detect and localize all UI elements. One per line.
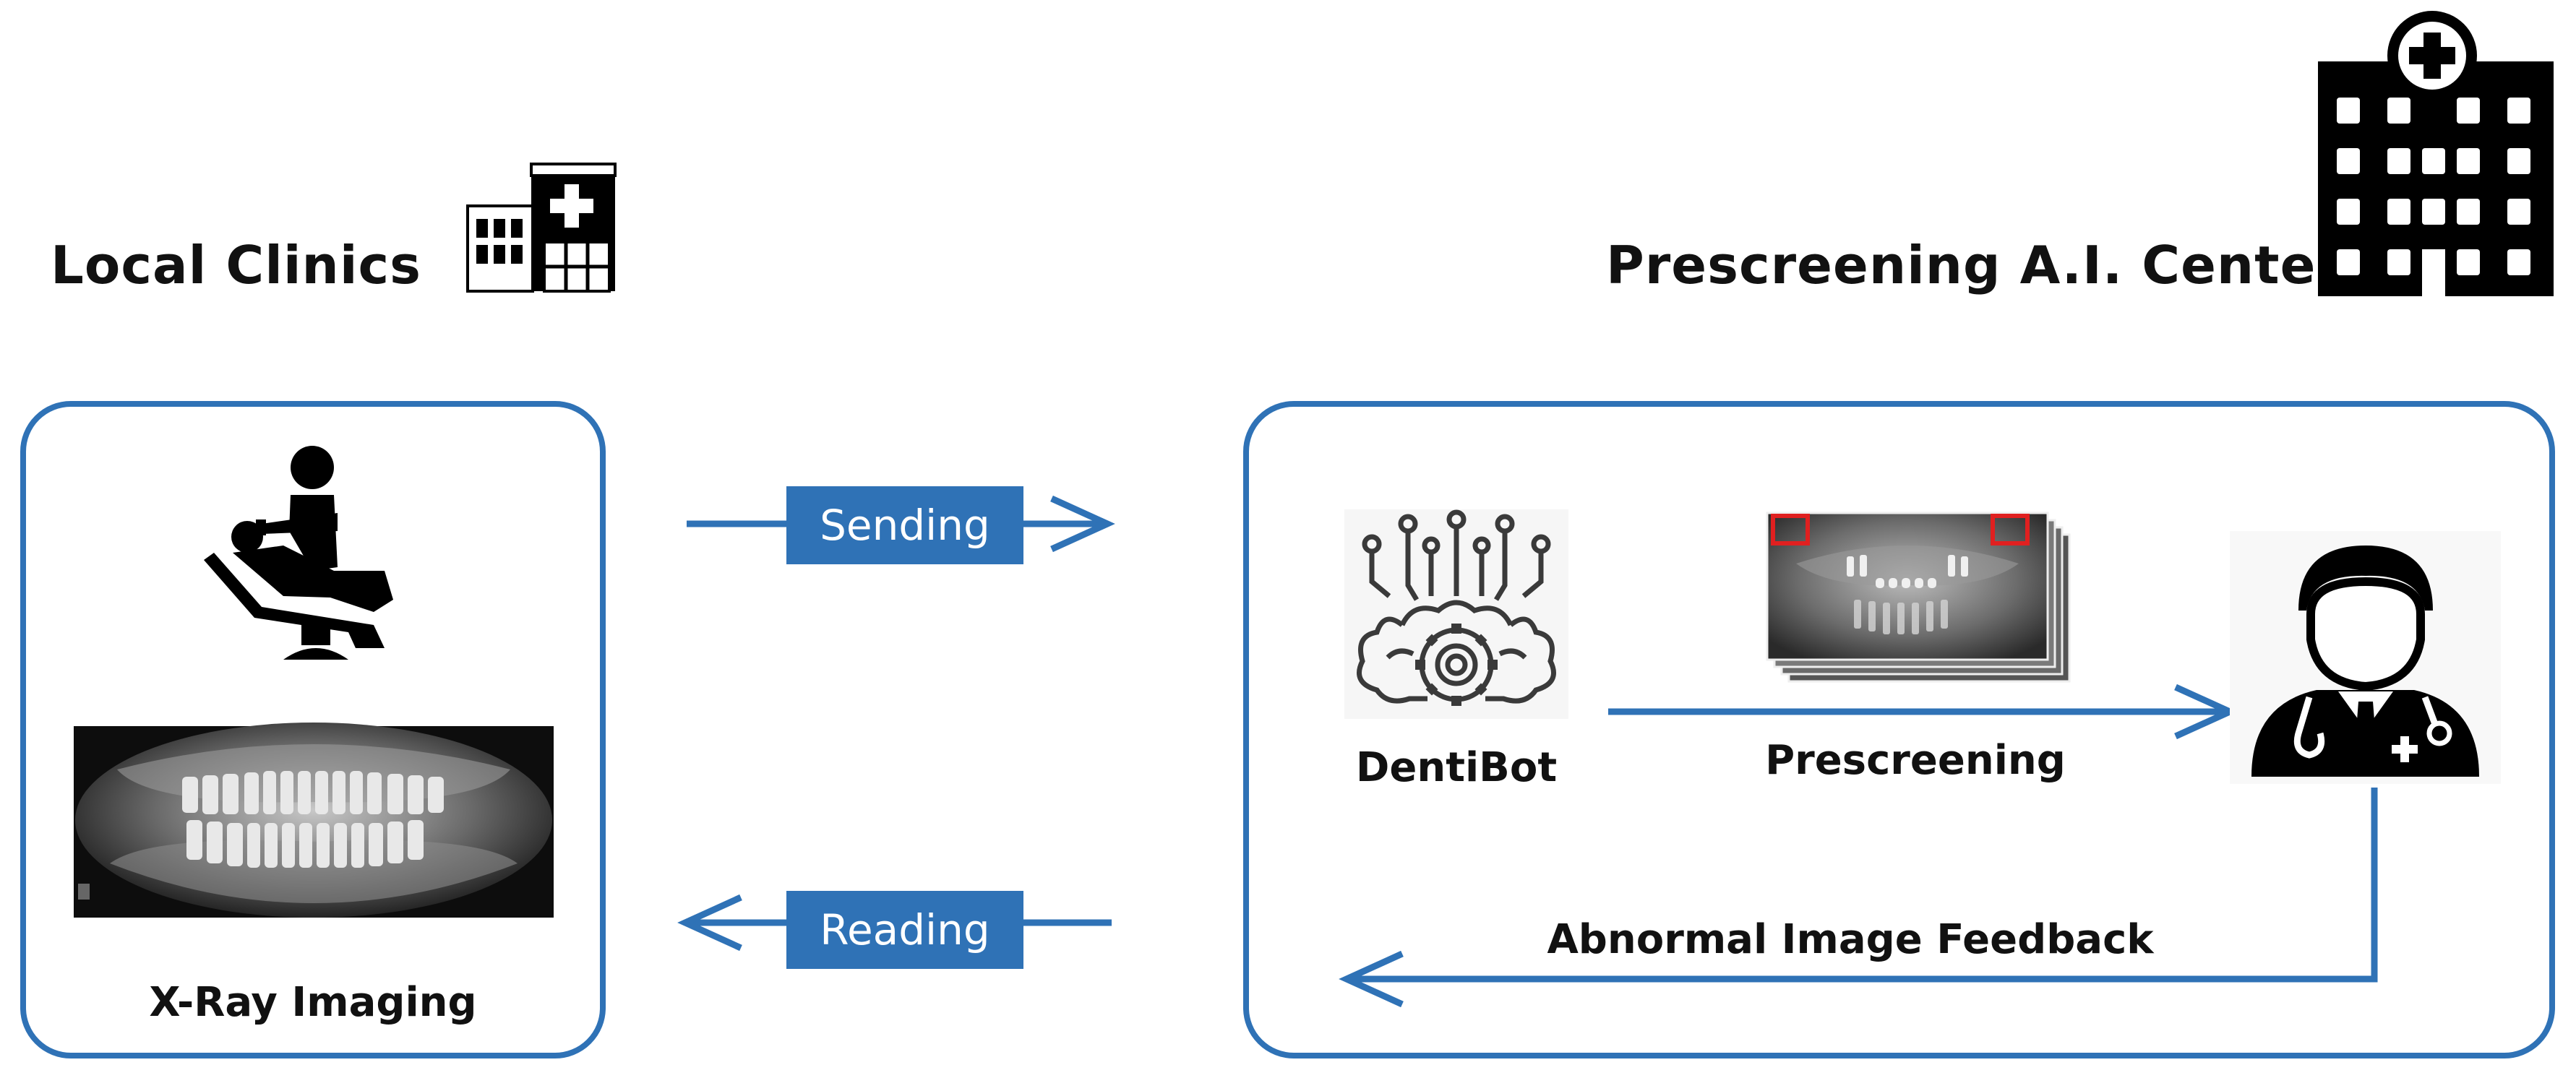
- panoramic-xray-image: [74, 723, 554, 918]
- xray-imaging-caption: X-Ray Imaging: [149, 979, 477, 1026]
- clinic-icon: [466, 163, 617, 293]
- local-clinic-panel: [20, 401, 606, 1058]
- xray-stack-image: [1766, 512, 2071, 683]
- dentist-chair-icon: [204, 446, 393, 660]
- ai-center-heading: Prescreening A.I. Center: [1606, 235, 2343, 296]
- local-clinics-heading: Local Clinics: [51, 235, 422, 296]
- dentibot-label: DentiBot: [1355, 744, 1558, 791]
- doctor-icon: [2230, 531, 2501, 784]
- ai-brain-icon: [1344, 509, 1568, 719]
- prescreening-arrow: [1608, 684, 2238, 740]
- feedback-arrow: [1339, 788, 2378, 1008]
- sending-label: Sending: [786, 486, 1023, 564]
- ai-center-panel: [1243, 401, 2555, 1058]
- hospital-icon: [2318, 11, 2554, 296]
- feedback-label: Abnormal Image Feedback: [1547, 916, 2154, 963]
- prescreening-label: Prescreening: [1765, 737, 2066, 784]
- reading-label: Reading: [786, 891, 1023, 969]
